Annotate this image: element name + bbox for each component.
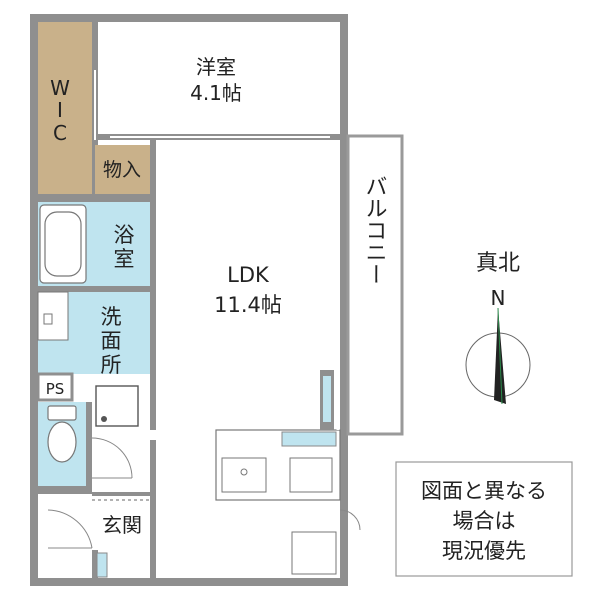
washroom-label-2: 面 <box>101 329 122 353</box>
wic-label-c: C <box>53 121 67 145</box>
western-room-name: 洋室 <box>196 55 236 79</box>
washroom: 洗 面 所 <box>37 291 156 430</box>
compass-north: N <box>491 286 506 310</box>
wic-room: W I C <box>38 22 98 194</box>
entrance-label: 玄関 <box>102 513 142 537</box>
ldk-size: 11.4帖 <box>214 293 282 317</box>
compass-label: 真北 <box>476 251 520 276</box>
pipe-space: PS <box>36 372 74 402</box>
ldk-name: LDK <box>227 263 270 287</box>
bath-label-2: 室 <box>114 247 135 271</box>
western-room-size: 4.1帖 <box>190 81 242 105</box>
ps-label: PS <box>46 380 65 398</box>
note-box: 図面と異なる 場合は 現況優先 <box>395 461 573 577</box>
toilet-room <box>38 402 133 494</box>
storage-label: 物入 <box>103 159 141 181</box>
storage-closet: 物入 <box>95 140 156 194</box>
balcony-label: バルコニー <box>362 175 387 285</box>
ldk-room: LDK 11.4帖 <box>156 140 361 578</box>
partition-wall <box>38 194 156 202</box>
bath-room: 浴 室 <box>38 202 156 292</box>
washroom-label-1: 洗 <box>101 305 122 329</box>
note-line-1: 図面と異なる <box>421 479 547 503</box>
note-line-3: 現況優先 <box>442 539 526 563</box>
wic-label-i: I <box>57 98 63 122</box>
wic-label-w: W <box>50 76 70 100</box>
bath-label-1: 浴 <box>114 223 135 247</box>
entrance: 玄関 <box>47 440 197 578</box>
note-line-2: 場合は <box>453 509 516 533</box>
balcony: バルコニー <box>346 134 404 436</box>
compass: 真北 N <box>465 251 531 405</box>
washroom-label-3: 所 <box>101 353 122 377</box>
western-room: 洋室 4.1帖 <box>98 22 340 140</box>
